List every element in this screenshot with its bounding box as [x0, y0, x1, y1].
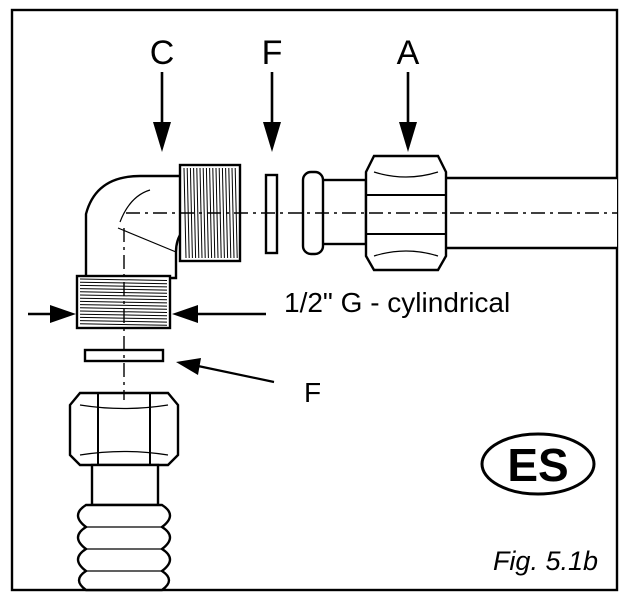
badge-text: ES [507, 439, 568, 491]
thread-line [202, 167, 206, 259]
corrugated-hose [76, 463, 172, 592]
arrow-left-icon [172, 305, 266, 323]
arrow-down-icon [153, 72, 171, 152]
arrow-down-icon [263, 72, 281, 152]
label-f-top: F [262, 34, 283, 72]
diagram-frame [10, 8, 619, 592]
label-f-side: F [304, 377, 321, 408]
thread-line [221, 167, 225, 259]
thread-line [193, 167, 197, 259]
lower-nut [68, 391, 180, 467]
thread-line [79, 297, 168, 301]
es-badge: ES [480, 432, 596, 496]
thread-spec-label: 1/2" G - cylindrical [284, 287, 510, 318]
arrow-right-icon [28, 305, 76, 323]
thread-line [231, 167, 235, 259]
label-a: A [397, 34, 420, 72]
arrow-left-icon [176, 358, 275, 384]
label-c: C [150, 34, 175, 72]
thread-line [228, 167, 232, 259]
thread-line [79, 278, 168, 281]
thread-line [79, 323, 168, 326]
thread-line [79, 304, 168, 307]
thread-line [79, 307, 168, 310]
figure-caption: Fig. 5.1b [493, 546, 598, 576]
arrow-down-icon [399, 72, 417, 152]
thread-line [196, 167, 200, 259]
hose-stub [320, 178, 368, 246]
gasket-f-vertical [264, 173, 279, 255]
center-axes [123, 212, 617, 400]
